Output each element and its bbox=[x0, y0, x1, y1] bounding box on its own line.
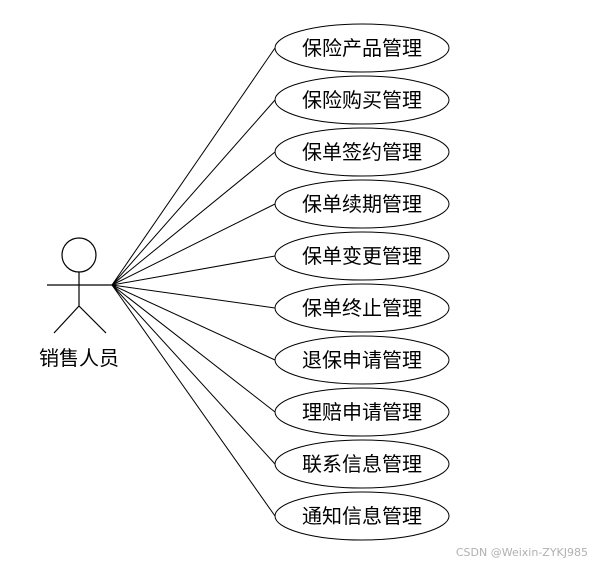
use-case-ellipse bbox=[274, 283, 450, 333]
use-case: 保单变更管理 bbox=[274, 231, 450, 281]
use-case-label: 保险产品管理 bbox=[302, 36, 422, 60]
association-line bbox=[111, 284, 276, 517]
use-case-label: 保单签约管理 bbox=[302, 140, 422, 164]
use-case-ellipse bbox=[274, 439, 450, 489]
use-case-label: 保险购买管理 bbox=[302, 88, 422, 112]
use-case-label: 保单终止管理 bbox=[302, 296, 422, 320]
actor-head bbox=[61, 237, 97, 273]
use-case-ellipse bbox=[274, 387, 450, 437]
association-line bbox=[111, 99, 276, 286]
use-case-label: 理赔申请管理 bbox=[302, 400, 422, 424]
use-case: 保险购买管理 bbox=[274, 75, 450, 125]
use-case-ellipse bbox=[274, 335, 450, 385]
use-case: 联系信息管理 bbox=[274, 439, 450, 489]
use-case-ellipse bbox=[274, 491, 450, 541]
association-line bbox=[111, 255, 276, 286]
use-case-ellipse bbox=[274, 231, 450, 281]
association-line bbox=[111, 284, 276, 413]
use-case: 保险产品管理 bbox=[274, 23, 450, 73]
use-case-ellipse bbox=[274, 23, 450, 73]
actor-label: 销售人员 bbox=[39, 346, 119, 370]
use-case-ellipse bbox=[274, 75, 450, 125]
use-case: 退保申请管理 bbox=[274, 335, 450, 385]
association-line bbox=[111, 151, 276, 286]
use-case-label: 退保申请管理 bbox=[302, 348, 422, 372]
use-case-ellipse bbox=[274, 127, 450, 177]
actor-sales-staff: 销售人员 bbox=[39, 237, 119, 370]
use-cases: 保险产品管理保险购买管理保单签约管理保单续期管理保单变更管理保单终止管理退保申请… bbox=[274, 23, 450, 541]
actor-right-leg bbox=[78, 305, 107, 334]
use-case: 保单签约管理 bbox=[274, 127, 450, 177]
use-case: 理赔申请管理 bbox=[274, 387, 450, 437]
association-line bbox=[111, 284, 276, 361]
use-case-ellipse bbox=[274, 179, 450, 229]
watermark: CSDN @Weixin-ZYKJ985 bbox=[456, 546, 588, 559]
association-line bbox=[111, 284, 276, 465]
use-case-label: 通知信息管理 bbox=[302, 504, 422, 528]
association-lines bbox=[111, 47, 276, 517]
association-line bbox=[111, 203, 276, 286]
association-line bbox=[111, 284, 276, 309]
use-case: 保单终止管理 bbox=[274, 283, 450, 333]
use-case: 保单续期管理 bbox=[274, 179, 450, 229]
use-case: 通知信息管理 bbox=[274, 491, 450, 541]
actor-left-leg bbox=[53, 305, 80, 334]
association-line bbox=[111, 47, 276, 286]
use-case-label: 联系信息管理 bbox=[302, 452, 422, 476]
use-case-label: 保单续期管理 bbox=[302, 192, 422, 216]
use-case-label: 保单变更管理 bbox=[302, 244, 422, 268]
